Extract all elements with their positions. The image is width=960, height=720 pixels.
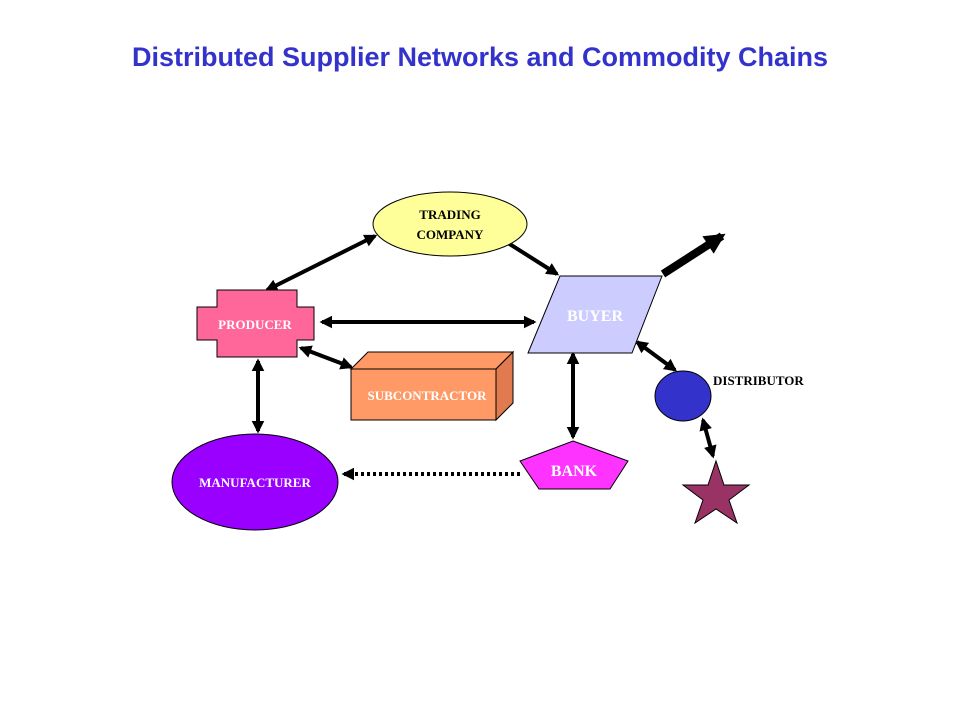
buyer-node [527,275,663,354]
arrow-producer-subcontractor [298,345,354,370]
subcontractor-node [349,350,515,422]
bank-node [519,440,629,490]
distributor-node [654,370,712,422]
buyer-label: BUYER [567,308,623,325]
trading-company-label-line2: COMPANY [417,227,485,242]
bank-label: BANK [551,463,598,480]
arrow-producer-trading [264,234,378,292]
arrow-buyer-distributor [634,340,678,372]
arrow-buyer-outward [660,232,726,278]
manufacturer-label: MANUFACTURER [199,475,311,490]
subcontractor-label: SUBCONTRACTOR [368,388,488,403]
distributor-label: DISTRIBUTOR [713,373,804,388]
arrow-distributor-star [699,417,717,459]
producer-node [196,289,315,358]
diagram-title: Distributed Supplier Networks and Commod… [131,42,829,72]
manufacturer-node [171,433,339,531]
trading-company-label-line1: TRADING [419,207,480,222]
producer-label: PRODUCER [218,317,292,332]
trading-company-node [372,191,528,257]
star-node [681,459,751,525]
